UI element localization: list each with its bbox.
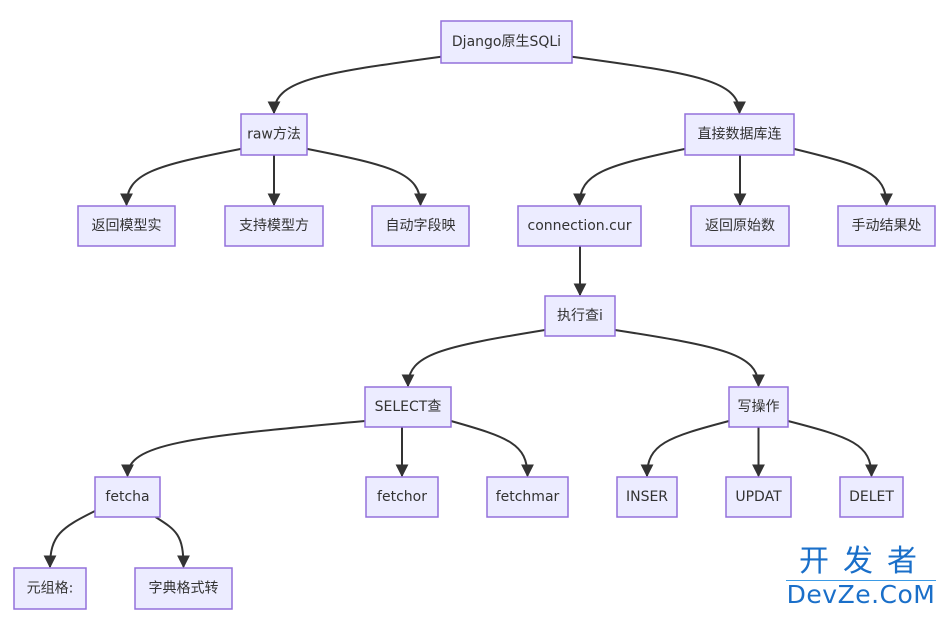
node-label: 写操作 bbox=[738, 399, 780, 415]
node-box bbox=[371, 205, 470, 247]
node-label: SELECT查 bbox=[375, 399, 442, 415]
edge-select-to-fetchall bbox=[121, 420, 366, 478]
node-box bbox=[440, 20, 573, 64]
node-box bbox=[134, 567, 233, 610]
node-box bbox=[94, 476, 161, 518]
edge-fetchall-to-tuple bbox=[43, 510, 96, 569]
node-box bbox=[725, 476, 792, 518]
node-box bbox=[839, 476, 904, 518]
edge-exec-to-select bbox=[401, 329, 546, 388]
watermark-logo: 开发者 DevZe.CoM bbox=[786, 546, 936, 609]
node-box bbox=[486, 476, 569, 518]
node-label: raw方法 bbox=[247, 127, 301, 143]
node-ret-model: 返回模型实 bbox=[77, 205, 176, 247]
node-direct: 直接数据库连 bbox=[684, 113, 795, 156]
node-box bbox=[13, 567, 87, 610]
node-label: 支持模型方 bbox=[239, 218, 309, 234]
node-delete: DELET bbox=[839, 476, 904, 518]
edge-write-to-insert bbox=[640, 420, 730, 478]
node-box bbox=[224, 205, 324, 247]
node-select: SELECT查 bbox=[364, 386, 452, 428]
node-update: UPDAT bbox=[725, 476, 792, 518]
node-box bbox=[364, 386, 452, 428]
node-box bbox=[77, 205, 176, 247]
edge-fetchall-to-dict bbox=[154, 516, 190, 569]
edge-root-to-raw bbox=[267, 55, 442, 115]
node-label: fetchor bbox=[377, 489, 427, 505]
edge-raw-to-auto-field bbox=[306, 147, 427, 207]
edge-direct-to-manual bbox=[793, 147, 893, 207]
node-box bbox=[684, 113, 795, 156]
edge-write-to-delete bbox=[787, 420, 878, 478]
node-write: 写操作 bbox=[728, 386, 789, 428]
node-label: 元组格: bbox=[27, 581, 74, 597]
node-label: 返回模型实 bbox=[92, 218, 162, 234]
edge-root-to-direct bbox=[571, 55, 746, 115]
node-box bbox=[544, 295, 616, 337]
node-label: connection.cur bbox=[528, 218, 632, 234]
node-insert: INSER bbox=[616, 476, 678, 518]
node-label: DELET bbox=[849, 489, 894, 505]
watermark-cn: 开发者 bbox=[786, 546, 936, 581]
node-fetchmany: fetchmar bbox=[486, 476, 569, 518]
watermark-en: DevZe.CoM bbox=[786, 580, 936, 609]
node-fetchone: fetchor bbox=[365, 476, 439, 518]
node-ret-raw: 返回原始数 bbox=[690, 205, 790, 247]
node-fetchall: fetcha bbox=[94, 476, 161, 518]
node-box bbox=[365, 476, 439, 518]
node-box bbox=[728, 386, 789, 428]
node-label: Django原生SQLi bbox=[452, 34, 561, 50]
node-label: 字典格式转 bbox=[149, 581, 219, 597]
node-box bbox=[690, 205, 790, 247]
node-label: fetcha bbox=[105, 489, 149, 505]
node-label: 自动字段映 bbox=[386, 218, 456, 234]
node-label: UPDAT bbox=[735, 489, 782, 505]
node-conn-cursor: connection.cur bbox=[517, 205, 642, 247]
node-box bbox=[240, 113, 308, 156]
node-label: 执行查i bbox=[557, 308, 603, 324]
node-exec: 执行查i bbox=[544, 295, 616, 337]
node-label: 返回原始数 bbox=[705, 218, 775, 234]
edge-direct-to-conn-cursor bbox=[573, 147, 686, 207]
node-box bbox=[837, 205, 936, 247]
edge-select-to-fetchmany bbox=[450, 420, 534, 478]
edge-raw-to-ret-model bbox=[120, 147, 242, 207]
node-dict: 字典格式转 bbox=[134, 567, 233, 610]
node-label: INSER bbox=[626, 489, 668, 505]
node-box bbox=[616, 476, 678, 518]
node-manual: 手动结果处 bbox=[837, 205, 936, 247]
node-auto-field: 自动字段映 bbox=[371, 205, 470, 247]
node-label: 手动结果处 bbox=[852, 218, 922, 234]
node-label: fetchmar bbox=[496, 489, 560, 505]
node-label: 直接数据库连 bbox=[698, 126, 782, 143]
node-raw: raw方法 bbox=[240, 113, 308, 156]
node-root: Django原生SQLi bbox=[440, 20, 573, 64]
edges-layer bbox=[43, 55, 893, 569]
edge-exec-to-write bbox=[614, 329, 765, 388]
node-box bbox=[517, 205, 642, 247]
node-support-model: 支持模型方 bbox=[224, 205, 324, 247]
node-tuple: 元组格: bbox=[13, 567, 87, 610]
